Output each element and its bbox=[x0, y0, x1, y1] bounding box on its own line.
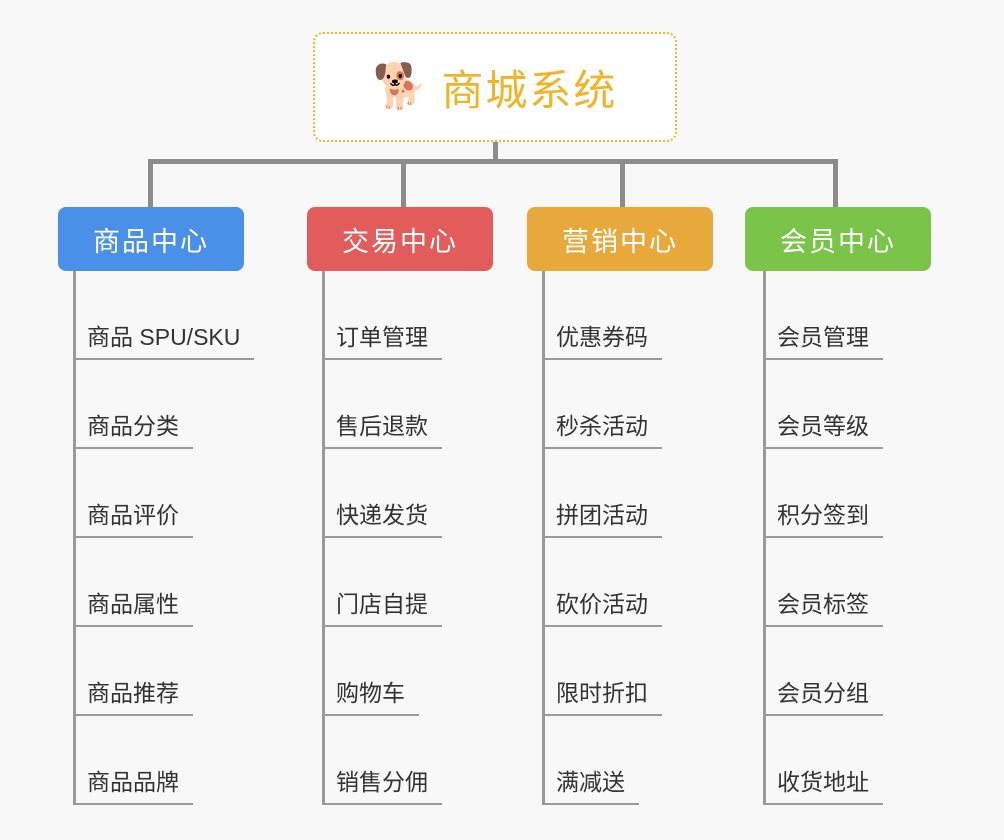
leaf-item[interactable]: 销售分佣 bbox=[307, 716, 493, 805]
category-header-label: 交易中心 bbox=[342, 226, 458, 257]
leaf-item[interactable]: 订单管理 bbox=[307, 271, 493, 360]
leaf-item[interactable]: 会员管理 bbox=[745, 271, 931, 360]
category-header-product-center[interactable]: 商品中心 bbox=[58, 207, 244, 271]
leaf-item[interactable]: 秒杀活动 bbox=[527, 360, 713, 449]
leaf-item[interactable]: 门店自提 bbox=[307, 538, 493, 627]
leaf-item-label: 商品推荐 bbox=[73, 680, 193, 716]
category-header-trade-center[interactable]: 交易中心 bbox=[307, 207, 493, 271]
leaf-list-product-center: 商品 SPU/SKU 商品分类商品评价商品属性商品推荐商品品牌 bbox=[58, 271, 255, 805]
leaf-item[interactable]: 商品 SPU/SKU bbox=[58, 271, 255, 360]
connector-horizontal-bus bbox=[148, 159, 838, 164]
leaf-item[interactable]: 限时折扣 bbox=[527, 627, 713, 716]
leaf-item-label: 销售分佣 bbox=[322, 769, 442, 805]
leaf-item-label: 会员等级 bbox=[763, 413, 883, 449]
leaf-item[interactable]: 会员等级 bbox=[745, 360, 931, 449]
leaf-item-label: 商品品牌 bbox=[73, 769, 193, 805]
leaf-item-label: 商品属性 bbox=[73, 591, 193, 627]
leaf-item-label: 会员管理 bbox=[763, 324, 883, 360]
leaf-item-label: 门店自提 bbox=[322, 591, 442, 627]
leaf-item-label: 秒杀活动 bbox=[542, 413, 662, 449]
connector-drop-member-center bbox=[833, 159, 838, 209]
root-node[interactable]: 🐕 商城系统 bbox=[313, 32, 677, 142]
leaf-item[interactable]: 商品属性 bbox=[58, 538, 244, 627]
category-header-member-center[interactable]: 会员中心 bbox=[745, 207, 931, 271]
leaf-item-label: 限时折扣 bbox=[542, 680, 662, 716]
branch-column-trade-center: 交易中心订单管理售后退款快递发货门店自提购物车销售分佣 bbox=[307, 207, 493, 805]
connector-drop-trade-center bbox=[401, 159, 406, 209]
leaf-item-label: 订单管理 bbox=[322, 324, 442, 360]
leaf-item[interactable]: 商品分类 bbox=[58, 360, 244, 449]
leaf-item[interactable]: 售后退款 bbox=[307, 360, 493, 449]
leaf-item-label: 会员标签 bbox=[763, 591, 883, 627]
leaf-item[interactable]: 积分签到 bbox=[745, 449, 931, 538]
leaf-item-label: 砍价活动 bbox=[542, 591, 662, 627]
leaf-item[interactable]: 商品品牌 bbox=[58, 716, 244, 805]
leaf-item-label: 售后退款 bbox=[322, 413, 442, 449]
category-header-marketing-center[interactable]: 营销中心 bbox=[527, 207, 713, 271]
connector-drop-product-center bbox=[148, 159, 153, 209]
leaf-item[interactable]: 快递发货 bbox=[307, 449, 493, 538]
leaf-item[interactable]: 收货地址 bbox=[745, 716, 931, 805]
leaf-list-marketing-center: 优惠券码秒杀活动拼团活动砍价活动限时折扣满减送 bbox=[527, 271, 713, 805]
connector-root-stem bbox=[493, 142, 498, 162]
branch-column-marketing-center: 营销中心优惠券码秒杀活动拼团活动砍价活动限时折扣满减送 bbox=[527, 207, 713, 805]
leaf-item-label: 商品分类 bbox=[73, 413, 193, 449]
leaf-item[interactable]: 会员标签 bbox=[745, 538, 931, 627]
leaf-list-member-center: 会员管理会员等级积分签到会员标签会员分组收货地址 bbox=[745, 271, 931, 805]
leaf-item-label: 快递发货 bbox=[322, 502, 442, 538]
leaf-item-label: 优惠券码 bbox=[542, 324, 662, 360]
leaf-item[interactable]: 商品推荐 bbox=[58, 627, 244, 716]
category-header-label: 商品中心 bbox=[93, 226, 209, 257]
leaf-item-label: 会员分组 bbox=[763, 680, 883, 716]
leaf-item-label: 满减送 bbox=[542, 769, 639, 805]
category-header-label: 营销中心 bbox=[562, 226, 678, 257]
leaf-item[interactable]: 会员分组 bbox=[745, 627, 931, 716]
leaf-item-label: 收货地址 bbox=[763, 769, 883, 805]
branch-column-product-center: 商品中心商品 SPU/SKU 商品分类商品评价商品属性商品推荐商品品牌 bbox=[58, 207, 255, 805]
leaf-item-label: 商品评价 bbox=[73, 502, 193, 538]
leaf-item[interactable]: 拼团活动 bbox=[527, 449, 713, 538]
leaf-item[interactable]: 商品评价 bbox=[58, 449, 244, 538]
leaf-item[interactable]: 购物车 bbox=[307, 627, 493, 716]
leaf-item[interactable]: 满减送 bbox=[527, 716, 713, 805]
leaf-item-label: 积分签到 bbox=[763, 502, 883, 538]
connector-drop-marketing-center bbox=[620, 159, 625, 209]
category-header-label: 会员中心 bbox=[780, 226, 896, 257]
shiba-inu-dog-face-icon: 🐕 bbox=[372, 62, 428, 111]
branch-column-member-center: 会员中心会员管理会员等级积分签到会员标签会员分组收货地址 bbox=[745, 207, 931, 805]
leaf-item[interactable]: 砍价活动 bbox=[527, 538, 713, 627]
leaf-item[interactable]: 优惠券码 bbox=[527, 271, 713, 360]
leaf-item-label: 购物车 bbox=[322, 680, 419, 716]
root-node-title: 商城系统 bbox=[441, 66, 618, 114]
leaf-list-trade-center: 订单管理售后退款快递发货门店自提购物车销售分佣 bbox=[307, 271, 493, 805]
leaf-item-label: 商品 SPU/SKU bbox=[73, 324, 255, 360]
leaf-item-label: 拼团活动 bbox=[542, 502, 662, 538]
